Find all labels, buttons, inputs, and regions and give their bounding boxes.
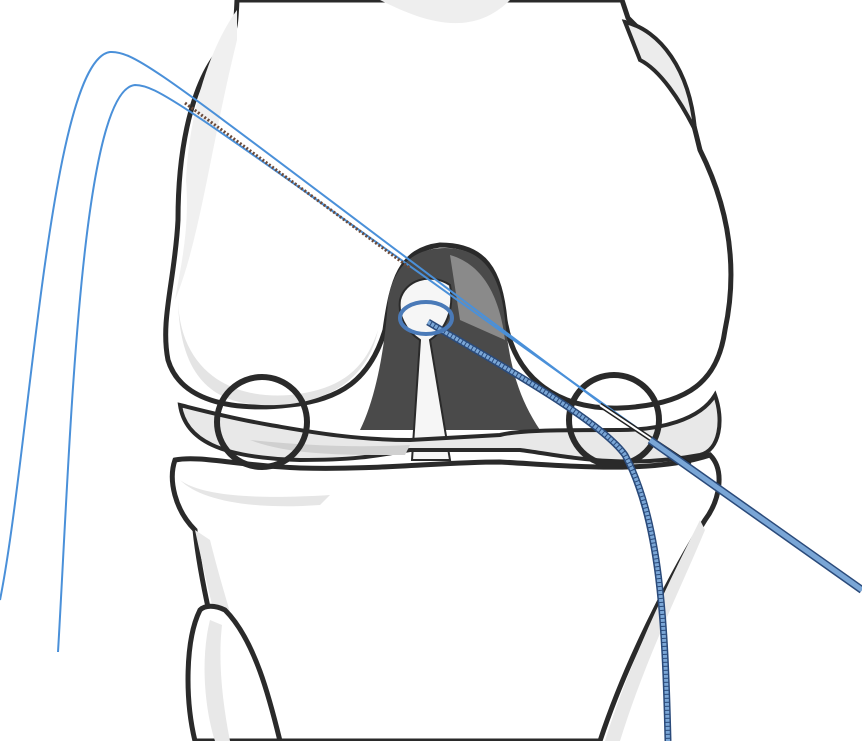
lateral-portal-circle [214,374,310,470]
tibia-plateau-shade [180,480,330,507]
guide-pin [184,101,411,270]
trochlea-shade [380,0,510,24]
suture-strand-inner [57,83,641,653]
tibia-outline [169,452,722,741]
lateral-meniscus-texture [250,440,410,455]
thick-suture [426,320,670,741]
suture-system [0,50,862,741]
tibia [169,452,722,741]
meniscus [177,390,722,464]
notch-wall [450,255,505,340]
femur-shade [175,10,237,300]
patella-edge [621,19,697,131]
fibula-shade [204,620,230,741]
femur [163,0,734,411]
tibia-right-shade [605,520,705,741]
menisci [177,390,722,464]
suture-strand-outer [0,50,611,601]
suture-loop [398,300,454,336]
suture-needle-line [648,437,862,593]
medial-portal-circle [566,372,662,468]
femur-outline [163,0,734,411]
